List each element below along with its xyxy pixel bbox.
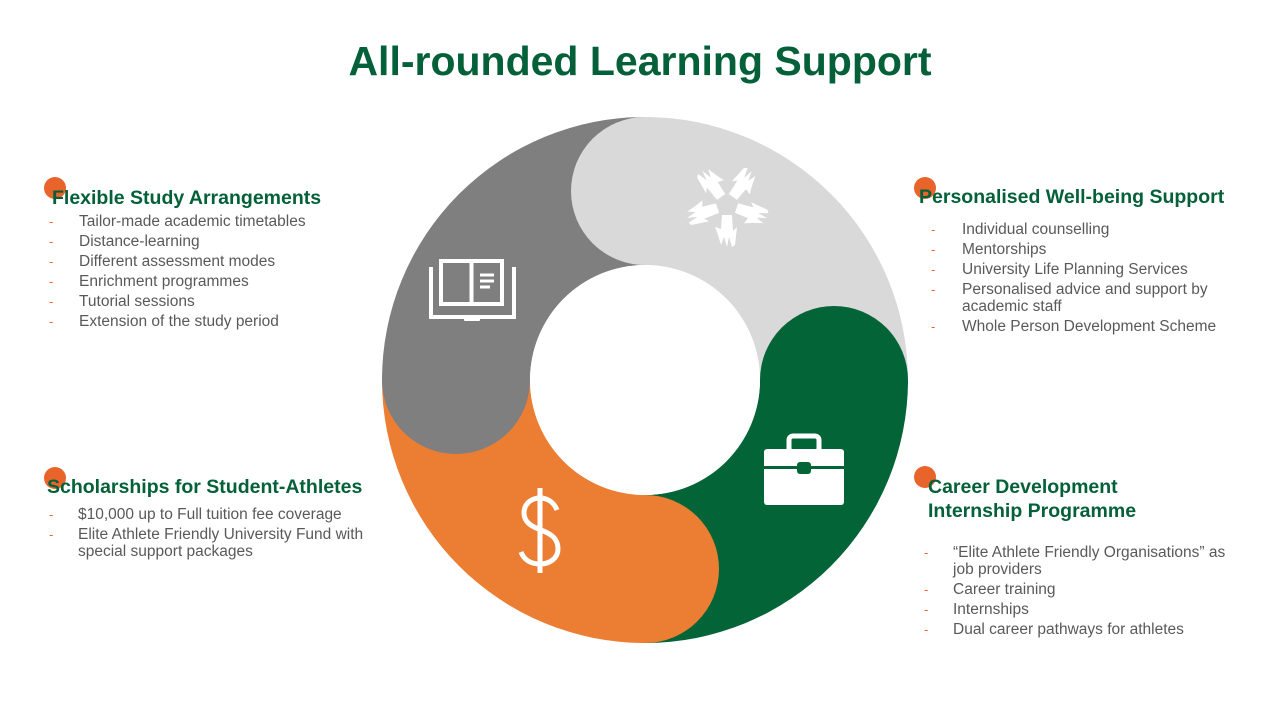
- segment-well-being-cap: [571, 117, 719, 265]
- section-heading-line2: Internship Programme: [928, 500, 1137, 522]
- section-scholarships: Scholarships for Student-Athletes -$10,0…: [44, 467, 389, 563]
- list-item: -Mentorships: [931, 241, 1047, 258]
- briefcase-icon: [764, 433, 844, 505]
- list-item: -Individual counselling: [931, 221, 1110, 238]
- section-flexible-study: Flexible Study Arrangements -Tailor-made…: [44, 177, 374, 333]
- book-bottom-tab: [464, 317, 480, 321]
- orange-dot-marker: [44, 467, 66, 489]
- list-item: -Dual career pathways for athletes: [924, 621, 1184, 638]
- list-item: -Different assessment modes: [49, 253, 276, 270]
- bullet-list: -Tailor-made academic timetables -Distan…: [49, 213, 374, 330]
- list-item: -University Life Planning Services: [931, 261, 1188, 278]
- segment-scholarships-cap: [571, 495, 719, 643]
- list-item: -Enrichment programmes: [49, 273, 249, 290]
- list-item: -“Elite Athlete Friendly Organisations” …: [924, 544, 1226, 578]
- list-item: -Whole Person Development Scheme: [931, 318, 1217, 335]
- list-item: -Personalised advice and support by acad…: [931, 281, 1208, 315]
- list-item: -$10,000 up to Full tuition fee coverage: [49, 506, 342, 523]
- list-item: -Distance-learning: [49, 233, 200, 250]
- section-heading-line1: Career Development: [928, 476, 1118, 498]
- section-heading: Scholarships for Student-Athletes: [47, 476, 363, 498]
- orange-dot-marker: [914, 466, 936, 488]
- section-heading: Flexible Study Arrangements: [52, 187, 322, 209]
- list-item: -Tutorial sessions: [49, 293, 195, 310]
- section-career: Career Development Internship Programme …: [914, 466, 1254, 641]
- list-item: -Career training: [924, 581, 1056, 598]
- dollar-icon: [518, 488, 561, 573]
- list-item: -Extension of the study period: [49, 313, 279, 330]
- joined-hands-icon: [687, 167, 769, 247]
- orange-dot-marker: [914, 177, 936, 199]
- orange-dot-marker: [44, 177, 66, 199]
- bullet-list: -$10,000 up to Full tuition fee coverage…: [49, 506, 389, 560]
- section-heading: Personalised Well-being Support: [919, 186, 1225, 208]
- bullet-list: -“Elite Athlete Friendly Organisations” …: [924, 544, 1254, 638]
- page-title: All-rounded Learning Support: [348, 38, 932, 84]
- list-item: -Internships: [924, 601, 1029, 618]
- bullet-list: -Individual counselling -Mentorships -Un…: [931, 221, 1264, 335]
- section-well-being: Personalised Well-being Support -Individ…: [914, 177, 1264, 338]
- list-item: -Tailor-made academic timetables: [49, 213, 306, 230]
- segment-career-cap: [760, 306, 908, 454]
- segment-flexible-study-cap: [382, 306, 530, 454]
- ring-center-hole: [530, 265, 760, 495]
- list-item: -Elite Athlete Friendly University Fund …: [49, 526, 364, 560]
